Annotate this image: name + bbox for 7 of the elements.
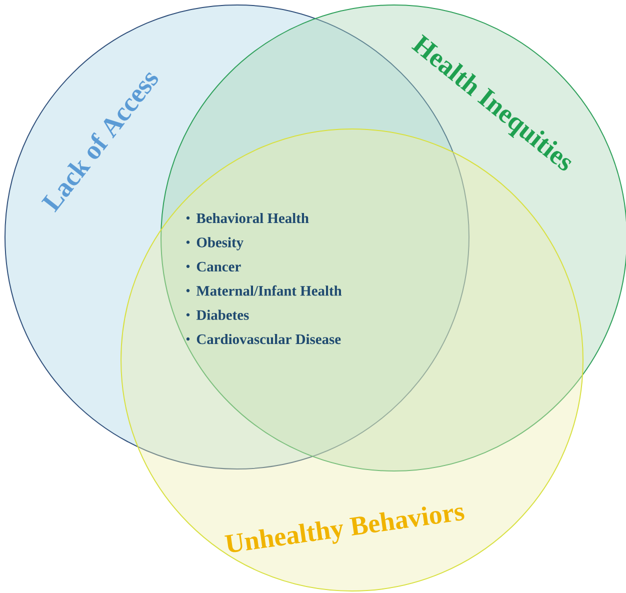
list-item: Cardiovascular Disease — [196, 334, 341, 344]
list-item: Maternal/Infant Health — [196, 285, 342, 296]
list-item: Diabetes — [196, 310, 249, 320]
circle-heading: Unhealthy Behaviors — [224, 506, 464, 552]
list-item: Obesity — [196, 237, 244, 250]
list-item: Behavioral Health — [196, 212, 309, 224]
list-item: Cancer — [196, 262, 241, 272]
